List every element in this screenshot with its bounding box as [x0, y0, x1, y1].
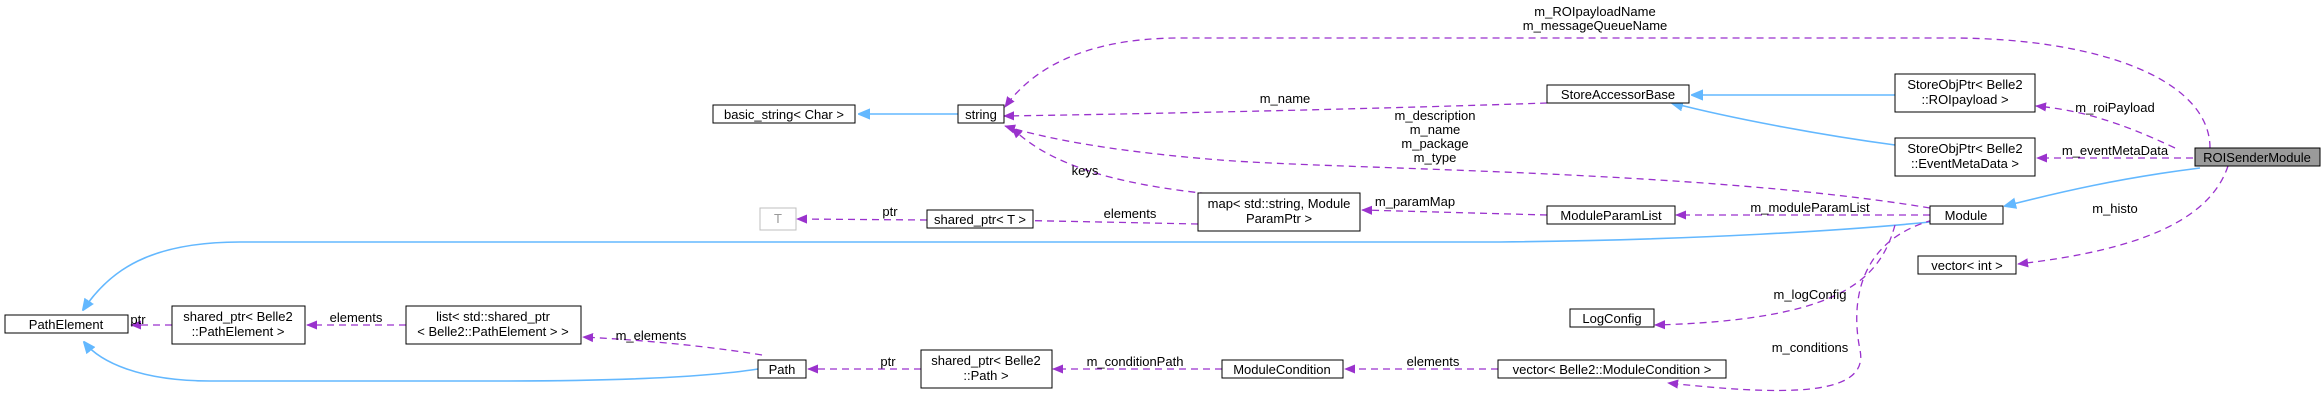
svg-text:Module: Module	[1945, 208, 1988, 223]
edge-module-strings	[1004, 124, 1931, 209]
label-m-histo: m_histo	[2092, 201, 2138, 216]
label-m-elements: m_elements	[616, 328, 687, 343]
node-moduleparamlist[interactable]: ModuleParamList	[1546, 205, 1676, 225]
svg-text:::ROIpayload >: ::ROIpayload >	[1921, 92, 2008, 107]
node-vector-modulecondition[interactable]: vector< Belle2::ModuleCondition >	[1497, 359, 1727, 379]
svg-text:< Belle2::PathElement > >: < Belle2::PathElement > >	[417, 324, 568, 339]
edge-storeaccessor-name	[1003, 102, 1548, 121]
label-ptr-pe: ptr	[130, 312, 146, 327]
label-m-description: m_description	[1395, 108, 1476, 123]
node-shared-ptr-t[interactable]: shared_ptr< T >	[926, 209, 1034, 229]
svg-text:list< std::shared_ptr: list< std::shared_ptr	[436, 309, 550, 324]
svg-text:vector< Belle2::ModuleConditio: vector< Belle2::ModuleCondition >	[1513, 362, 1712, 377]
svg-text:T: T	[774, 211, 782, 226]
node-shared-ptr-path[interactable]: shared_ptr< Belle2 ::Path >	[920, 349, 1053, 389]
edge-module-conditions	[1667, 219, 1934, 392]
node-storeobjptr-eventmetadata[interactable]: StoreObjPtr< Belle2 ::EventMetaData >	[1894, 137, 2036, 177]
node-storeaccessorbase[interactable]: StoreAccessorBase	[1546, 84, 1690, 104]
edge-module-logconfig	[1654, 224, 1896, 330]
svg-text:shared_ptr< Belle2: shared_ptr< Belle2	[931, 353, 1041, 368]
svg-text:StoreAccessorBase: StoreAccessorBase	[1561, 87, 1675, 102]
label-m-conditionpath: m_conditionPath	[1087, 354, 1184, 369]
edge-map-sharedptr-t	[1001, 215, 1199, 225]
label-m-type: m_type	[1414, 150, 1457, 165]
edge-module-to-pathelement	[83, 221, 1931, 310]
svg-text:ModuleParamList: ModuleParamList	[1560, 208, 1662, 223]
node-basic-string[interactable]: basic_string< Char >	[712, 104, 856, 124]
node-storeobjptr-roipayload[interactable]: StoreObjPtr< Belle2 ::ROIpayload >	[1894, 73, 2036, 113]
node-path[interactable]: Path	[757, 359, 807, 379]
edge-storeobj-evt-to-storeaccessor	[1672, 103, 1896, 146]
label-ptr-t: ptr	[882, 204, 898, 219]
svg-text:shared_ptr< T >: shared_ptr< T >	[934, 212, 1026, 227]
label-m-parammap: m_paramMap	[1375, 194, 1455, 209]
label-m-package: m_package	[1401, 136, 1468, 151]
svg-text:Path: Path	[769, 362, 796, 377]
label-elements-cond: elements	[1407, 354, 1460, 369]
svg-text:shared_ptr< Belle2: shared_ptr< Belle2	[183, 309, 293, 324]
node-module[interactable]: Module	[1929, 205, 2004, 225]
svg-text:ParamPtr >: ParamPtr >	[1246, 211, 1312, 226]
label-m-conditions: m_conditions	[1772, 340, 1849, 355]
edge-roisender-strings	[1004, 37, 2211, 149]
node-string[interactable]: string	[957, 104, 1005, 124]
label-m-name2: m_name	[1410, 122, 1461, 137]
node-list-shared-ptr-pathelement[interactable]: list< std::shared_ptr < Belle2::PathElem…	[405, 305, 582, 345]
svg-text:::PathElement >: ::PathElement >	[192, 324, 285, 339]
edge-path-list	[582, 332, 763, 356]
edge-roisender-to-module	[2005, 167, 2201, 206]
label-elements-list: elements	[330, 310, 383, 325]
svg-text:StoreObjPtr< Belle2: StoreObjPtr< Belle2	[1907, 141, 2022, 156]
node-logconfig[interactable]: LogConfig	[1569, 308, 1655, 328]
label-m-roipayload: m_roiPayload	[2075, 100, 2155, 115]
edge-sharedptr-t-t	[796, 214, 928, 224]
label-m-logconfig: m_logConfig	[1774, 287, 1847, 302]
node-t[interactable]: T	[759, 207, 797, 231]
label-roipayloadname: m_ROIpayloadName	[1534, 4, 1655, 19]
edge-map-keys	[1011, 127, 1256, 199]
label-keys: keys	[1072, 163, 1099, 178]
svg-text:StoreObjPtr< Belle2: StoreObjPtr< Belle2	[1907, 77, 2022, 92]
label-m-eventmetadata: m_eventMetaData	[2062, 143, 2169, 158]
node-shared-ptr-pathelement[interactable]: shared_ptr< Belle2 ::PathElement >	[171, 305, 306, 345]
label-m-name: m_name	[1260, 91, 1311, 106]
label-messagequeuename: m_messageQueueName	[1523, 18, 1668, 33]
node-modulecondition[interactable]: ModuleCondition	[1221, 359, 1344, 379]
node-roisendermodule[interactable]: ROISenderModule	[2194, 147, 2321, 167]
edge-paramlist-map	[1361, 205, 1548, 216]
svg-text:::EventMetaData >: ::EventMetaData >	[1911, 156, 2019, 171]
edge-path-to-pathelement	[84, 342, 759, 382]
svg-text:LogConfig: LogConfig	[1582, 311, 1641, 326]
node-map-moduleparamptr[interactable]: map< std::string, Module ParamPtr >	[1197, 192, 1361, 232]
label-elements-map: elements	[1104, 206, 1157, 221]
svg-text:ModuleCondition: ModuleCondition	[1233, 362, 1331, 377]
svg-text:::Path >: ::Path >	[963, 368, 1008, 383]
label-m-moduleparamlist: m_moduleParamList	[1750, 200, 1870, 215]
label-ptr-path: ptr	[880, 354, 896, 369]
svg-text:PathElement: PathElement	[29, 317, 104, 332]
svg-text:map< std::string, Module: map< std::string, Module	[1208, 196, 1351, 211]
node-pathelement[interactable]: PathElement	[4, 314, 129, 334]
svg-text:vector< int >: vector< int >	[1931, 258, 2003, 273]
svg-text:basic_string< Char >: basic_string< Char >	[724, 107, 844, 122]
svg-text:ROISenderModule: ROISenderModule	[2203, 150, 2311, 165]
node-vector-int[interactable]: vector< int >	[1917, 255, 2017, 275]
svg-text:string: string	[965, 107, 997, 122]
